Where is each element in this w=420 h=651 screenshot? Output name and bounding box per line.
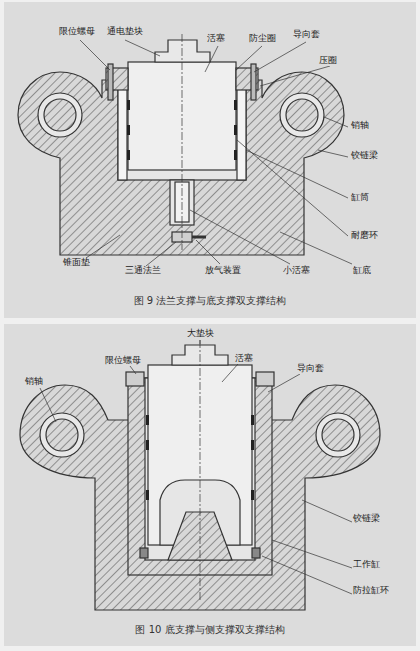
pin [316, 413, 360, 457]
part-label: 耐磨环 [350, 231, 379, 241]
drawing-part [262, 556, 352, 594]
drawing-part [200, 340, 201, 344]
drawing-part [80, 40, 110, 70]
pin [46, 419, 78, 451]
pin [280, 93, 324, 137]
drawing-part [302, 500, 352, 522]
drawing-part [318, 150, 348, 157]
drawing-part [40, 388, 56, 422]
drawing-part [237, 140, 348, 236]
part-label: 限位螺母 [58, 27, 96, 37]
cylinder-liner [118, 88, 127, 180]
center-line [200, 340, 201, 600]
part-label: 防尘圈 [248, 34, 277, 44]
anti-pull-ring [140, 548, 148, 558]
drawing-part [190, 210, 290, 264]
limit-nut [126, 372, 144, 386]
part-label: 压圈 [318, 56, 338, 66]
drawing-part [236, 46, 262, 70]
part-label: 导向套 [296, 364, 325, 374]
part-label: 三通法兰 [124, 266, 162, 276]
drawing-part [125, 40, 160, 56]
drawing-part [130, 366, 136, 374]
part-label: 铰链梁 [352, 514, 381, 524]
drawing-part [234, 100, 237, 110]
pin [44, 99, 76, 131]
drawing-part [146, 490, 149, 500]
drawing-part [86, 235, 120, 258]
bleed-screw [192, 236, 206, 239]
drawing-part [251, 415, 254, 425]
limit-bolt [251, 64, 256, 100]
drawing-part [205, 46, 218, 72]
drawing-part [127, 125, 130, 135]
drawing-part [222, 364, 238, 382]
part-label: 缸筒 [350, 193, 370, 203]
pin [38, 93, 82, 137]
drawing-part [146, 440, 149, 450]
part-label: 缸底 [352, 266, 372, 276]
drawing-part [146, 242, 176, 266]
drawing-part [251, 490, 254, 500]
center-line [182, 34, 183, 250]
leader-lines [80, 40, 352, 266]
part-label: 锥面垫 [62, 258, 91, 268]
pin [286, 99, 318, 131]
part-label: 放气装置 [204, 266, 242, 276]
drawing-part [196, 240, 220, 264]
figure-10 [20, 340, 380, 610]
pin [322, 419, 354, 451]
part-label: 销轴 [350, 121, 370, 131]
drawing-part [146, 415, 149, 425]
part-label: 小活塞 [282, 266, 311, 276]
drawing-part [268, 374, 300, 392]
power-pad [155, 40, 210, 62]
drawing-part [254, 42, 306, 72]
part-label: 导向套 [292, 30, 321, 40]
anti-pull-ring [252, 548, 260, 558]
figure-9 [18, 34, 344, 255]
part-label: 大垫块 [186, 329, 215, 339]
photo-panel [4, 2, 416, 318]
drawing-part [251, 440, 254, 450]
drawing-part [246, 150, 348, 198]
drawing-part [280, 232, 352, 264]
part-label: 工作缸 [352, 560, 381, 570]
drawing-part [127, 150, 130, 160]
limit-nut [256, 372, 274, 386]
part-label: 活塞 [206, 34, 226, 44]
cylinder-liner [237, 88, 246, 180]
part-label: 限位螺母 [104, 356, 142, 366]
limit-bolt [108, 64, 113, 100]
part-label: 通电垫块 [106, 27, 144, 37]
drawing-part [127, 100, 130, 110]
pin [40, 413, 84, 457]
part-label: 活塞 [234, 354, 254, 364]
drawing-part [324, 117, 348, 127]
figure-caption: 图 9 法兰支撑与底支撑双支撑结构 [133, 295, 288, 306]
photo-panel [4, 324, 416, 646]
part-label: 铰链梁 [350, 151, 379, 161]
part-label: 销轴 [24, 377, 44, 387]
drawing-part [234, 125, 237, 135]
drawing-part [272, 540, 352, 568]
part-label: 防拉缸环 [352, 586, 390, 596]
leader-lines [40, 340, 352, 594]
drawing-part [260, 66, 330, 86]
figure-caption: 图 10 底支撑与侧支撑双支撑结构 [134, 624, 285, 635]
drawing-part [234, 150, 237, 160]
